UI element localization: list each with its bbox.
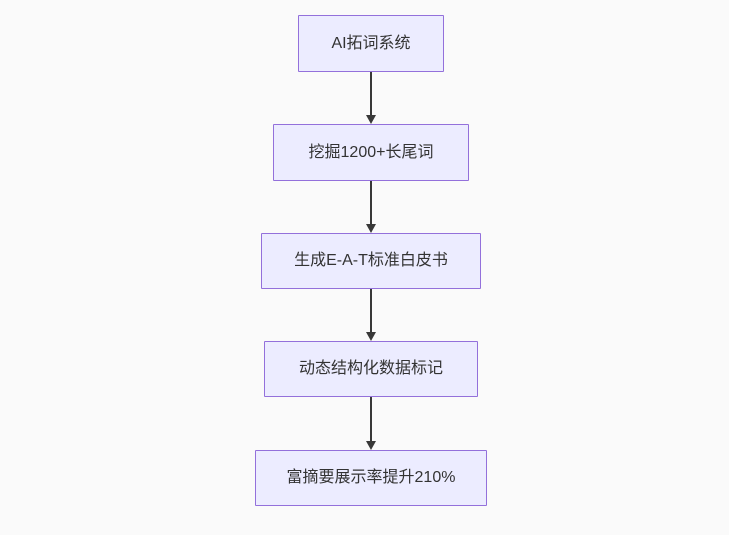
arrowhead-down-icon <box>366 332 376 341</box>
flow-node-label: 动态结构化数据标记 <box>298 360 443 377</box>
flow-edge-2 <box>365 181 377 233</box>
flow-node-label: 生成E-A-T标准白皮书 <box>294 252 448 269</box>
flow-node-longtail-mining: 挖掘1200+长尾词 <box>273 124 469 181</box>
flow-edge-1 <box>365 72 377 124</box>
flow-node-label: 富摘要展示率提升210% <box>286 469 456 486</box>
edge-line <box>370 289 372 332</box>
arrowhead-down-icon <box>366 224 376 233</box>
flow-edge-3 <box>365 289 377 341</box>
arrowhead-down-icon <box>366 115 376 124</box>
arrowhead-down-icon <box>366 441 376 450</box>
edge-line <box>370 181 372 224</box>
edge-line <box>370 397 372 441</box>
flow-node-label: 挖掘1200+长尾词 <box>308 143 434 161</box>
flow-node-ai-keyword-system: AI拓词系统 <box>298 15 444 72</box>
flow-node-eat-whitepaper: 生成E-A-T标准白皮书 <box>261 233 481 289</box>
flow-edge-4 <box>365 397 377 450</box>
flow-node-label: AI拓词系统 <box>331 34 411 52</box>
edge-line <box>370 72 372 115</box>
flow-node-rich-snippet-result: 富摘要展示率提升210% <box>255 450 487 506</box>
flow-node-structured-data-markup: 动态结构化数据标记 <box>264 341 478 397</box>
